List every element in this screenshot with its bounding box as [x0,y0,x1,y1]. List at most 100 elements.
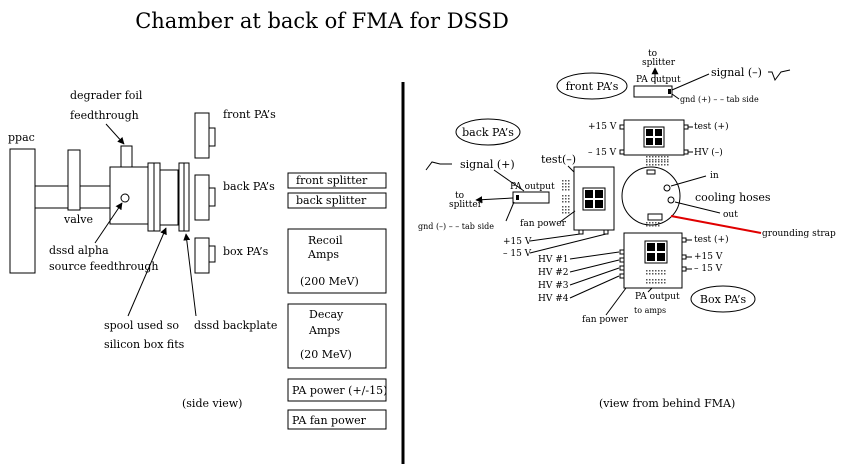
alpha-label-1: dssd alpha [49,244,109,257]
connector-dot [655,164,657,166]
connector-dot [655,282,657,284]
connector-grids [562,156,669,284]
plus15-box-label: +15 V [694,252,723,262]
box-pa-fan-q2 [657,243,665,251]
connector-dot [649,164,651,166]
box-pa-box [194,237,210,274]
back-pa-box [194,174,210,221]
decay-amps-box [287,303,387,369]
connector-dot [649,279,651,281]
recoil-amps-label-1: Recoil [308,234,343,247]
connector-dot [565,212,567,214]
back-pa-ellipse [455,118,521,146]
recoil-amps-label-2: Amps [307,248,339,261]
connector-dot [661,159,663,161]
back-pa-ellipse-label: back PA’s [462,126,514,139]
connector-dot [646,270,648,272]
to-splitter-left-1: to [455,191,464,201]
gnd-minus-label: gnd (–) – – tab side [418,222,494,231]
connector-dot [655,225,657,227]
connector-dot [562,189,564,191]
connector-dot [661,270,663,272]
to-amps-label: to amps [634,306,666,315]
signal-neg-leader [671,73,710,91]
connector-dot [649,282,651,284]
connector-dot [655,273,657,275]
box-pa-pin-l3 [619,265,625,271]
plus15-front-label: +15 V [588,122,617,132]
front-pa-fan-q3 [646,138,653,145]
connector-dot [655,161,657,163]
connector-dot [565,180,567,182]
connector-dot [655,156,657,158]
connector-dot [565,195,567,197]
recoil-amps-box [287,228,387,294]
spool-body [159,169,179,226]
pa-output-left-label: PA output [510,182,555,192]
connector-dot [664,164,666,166]
alpha-source-feedthrough [120,193,130,203]
test-plus-front-label: test (+) [694,121,729,132]
back-splitter-label: back splitter [296,194,367,207]
connector-dot [652,161,654,163]
connector-dot [664,282,666,284]
front-pa-ellipse-label: front PA’s [566,80,619,93]
front-pa-pin-r2 [683,149,689,155]
connector-dot [646,282,648,284]
box-pa-connector [208,245,216,263]
ppac-body [9,148,36,274]
backplate-label: dssd backplate [194,319,277,332]
gnd-plus-leader [671,93,680,100]
connector-dot [652,222,654,224]
connector-dot [655,159,657,161]
connector-dot [565,189,567,191]
degrader-label-2: feedthrough [70,109,139,122]
connector-dot [568,189,570,191]
connector-dot [664,270,666,272]
connector-dot [565,206,567,208]
connector-dot [658,161,660,163]
front-pa-pin-r1 [683,124,689,130]
front-splitter-box [287,172,387,189]
signal-neg-label: signal (–) [711,66,762,79]
degrader-feedthrough [120,145,133,168]
connector-dot [649,273,651,275]
connector-dot [565,198,567,200]
spool-label-2: silicon box fits [104,338,185,351]
cooling-port-in [663,184,671,192]
box-pa-fan-q3 [647,253,655,261]
box-pa-fan-q1 [647,243,655,251]
box-pa-pin-l4 [619,273,625,279]
box-pa-label: box PA’s [223,245,269,258]
signal-pos-leader [493,169,525,192]
to-splitter-top-1: to [648,49,657,59]
degrader-label-1: degrader foil [70,89,143,102]
fan-power-box-label: fan power [582,315,629,325]
module-stack: front splitter back splitter Recoil Amps… [287,172,387,430]
connector-dot [565,186,567,188]
connector-dot [562,198,564,200]
test-neg-label: test(–) [541,153,576,166]
connector-dot [646,222,648,224]
box-pa-pin-r1 [681,237,687,243]
test-plus-box-label: test (+) [694,234,729,245]
fan-power-box-leader [605,287,627,316]
signal-neg-pulse [768,69,791,82]
connector-dot [655,279,657,281]
connector-dot [652,270,654,272]
front-pa-fan-q1 [646,129,653,136]
connector-dot [649,225,651,227]
connector-dot [661,164,663,166]
backplate-2 [183,162,190,232]
hv3-leader [569,267,620,286]
connector-dot [661,156,663,158]
front-splitter-label: front splitter [296,174,368,187]
connector-dot [568,180,570,182]
connector-dot [667,161,669,163]
gnd-plus-label: gnd (+) – – tab side [680,95,759,104]
connector-dot [646,164,648,166]
connector-dot [658,270,660,272]
pa-fan-power-box [287,409,387,430]
backplate-1 [178,162,185,232]
connector-dot [562,206,564,208]
